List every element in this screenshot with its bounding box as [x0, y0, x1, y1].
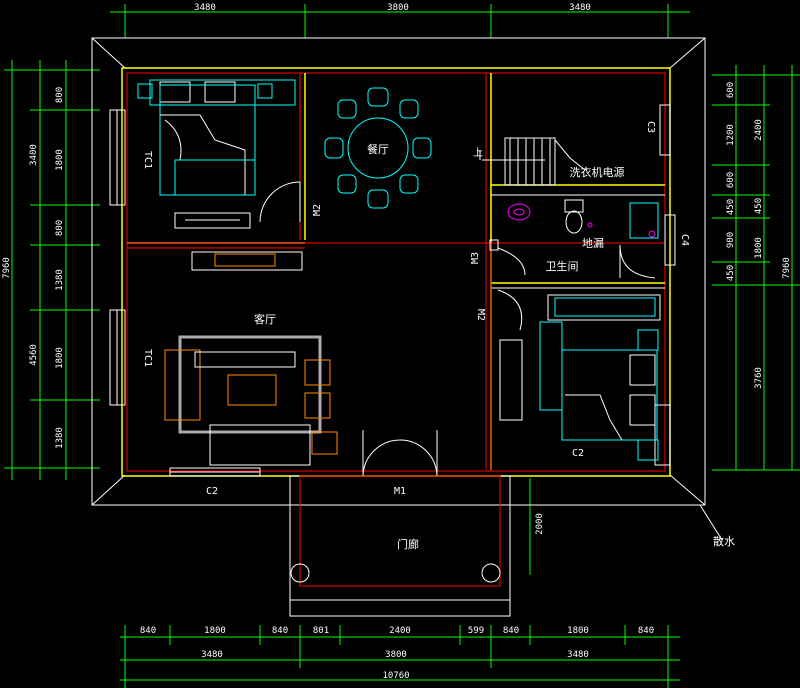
left-dim-inner-3: 800	[55, 220, 65, 236]
bathroom-fixtures	[507, 199, 659, 239]
bottom-dim-9: 840	[638, 626, 654, 636]
dimension-texts: 3480 3800 3480 800 1800 800 1380 1800 13…	[2, 3, 792, 681]
left-dim-inner-2: 1800	[55, 149, 65, 171]
left-dim-total: 7960	[2, 257, 12, 279]
right-dim-mid-1: 2400	[754, 119, 764, 141]
bottom-dim-1: 840	[140, 626, 156, 636]
bottom-dim-8: 1800	[567, 626, 589, 636]
bed-bottom-right	[499, 294, 661, 461]
bottom-dim-3: 840	[272, 626, 288, 636]
component-labels: TC1 TC1 M2 M3 M2 C4 C3 C2 C2 M1 上	[142, 121, 690, 497]
top-dim-1: 3480	[194, 3, 216, 13]
top-dim-3: 3480	[569, 3, 591, 13]
left-dim-inner-5: 1800	[55, 347, 65, 369]
left-dim-mid-1: 3400	[29, 144, 39, 166]
bottom-dim-2: 1800	[204, 626, 226, 636]
right-dim-inner-2: 1200	[726, 124, 736, 146]
stairs	[479, 137, 586, 186]
right-dim-inner-3: 600	[726, 172, 736, 188]
label-dining: 餐厅	[367, 142, 389, 156]
label-tc1-top: TC1	[142, 151, 153, 169]
right-dim-mid-2: 1800	[754, 237, 764, 259]
label-living: 客厅	[254, 312, 276, 326]
porch	[289, 475, 511, 617]
living-room-furniture	[164, 251, 338, 466]
left-dim-inner-4: 1380	[55, 269, 65, 291]
left-dim-inner-6: 1380	[55, 427, 65, 449]
bottom-dim-row2-1: 3480	[201, 650, 223, 660]
top-dim-2: 3800	[387, 3, 409, 13]
right-dim-inner-5: 900	[726, 232, 736, 248]
label-washer: 洗衣机电源	[570, 165, 625, 179]
label-bathroom: 卫生间	[546, 259, 579, 273]
right-dim-total: 7960	[782, 257, 792, 279]
bottom-dim-5: 2400	[389, 626, 411, 636]
label-m3: M3	[470, 252, 481, 264]
label-m1: M1	[394, 486, 406, 497]
porch-depth-dim: 2000	[535, 513, 545, 535]
right-dim-inner-1: 600	[726, 82, 736, 98]
right-dim-inner-4: 450	[726, 199, 736, 215]
label-floor-drain: 地漏	[582, 237, 604, 250]
right-dim-mid-3: 3760	[754, 367, 764, 389]
windows	[109, 104, 676, 477]
outer-apron	[91, 37, 723, 541]
right-dim-inner-6: 450	[726, 265, 736, 281]
left-dim-mid-2: 4560	[29, 344, 39, 366]
label-porch: 门廊	[397, 537, 419, 551]
doors	[259, 181, 656, 477]
walls	[121, 67, 671, 477]
left-dim-inner-1: 800	[55, 87, 65, 103]
bottom-dim-6: 599	[468, 626, 484, 636]
label-drain: 散水	[713, 534, 735, 548]
label-tc1-mid: TC1	[142, 349, 153, 367]
bottom-dim-total: 10760	[382, 671, 409, 681]
bottom-dim-row2-3: 3480	[567, 650, 589, 660]
bed-top-left	[137, 79, 296, 229]
right-dim-extra: 450	[754, 198, 764, 214]
dimension-lines	[4, 4, 800, 688]
bottom-dim-row2-2: 3800	[385, 650, 407, 660]
label-c2-bottom-left: C2	[206, 486, 218, 497]
dining-set	[324, 87, 432, 209]
label-c3: C3	[645, 121, 656, 133]
stair-up-marker: 上	[473, 147, 483, 159]
label-c2-right: C2	[572, 448, 584, 459]
label-m2-mid: M2	[475, 309, 486, 321]
room-labels: 餐厅 客厅 卫生间 门廊 洗衣机电源 地漏 散水	[254, 142, 735, 551]
label-c4: C4	[679, 234, 690, 246]
bottom-dim-7: 840	[503, 626, 519, 636]
label-m2-top: M2	[312, 204, 323, 216]
bottom-dim-4: 801	[313, 626, 329, 636]
